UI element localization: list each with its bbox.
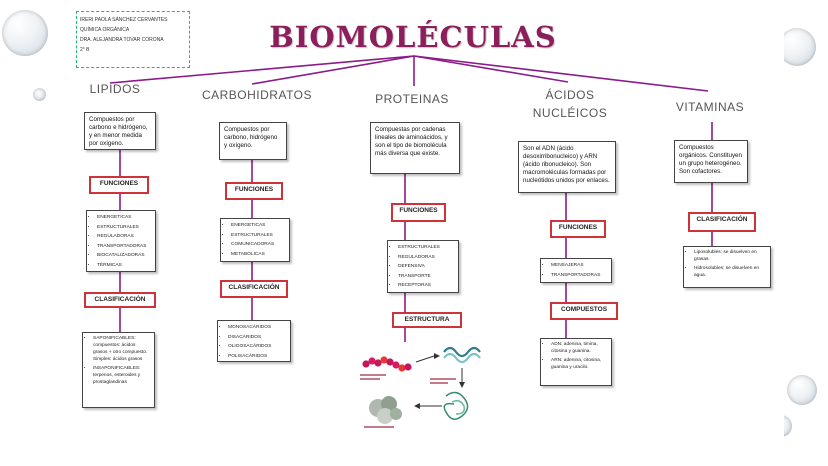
folded-protein [443, 391, 469, 420]
page-title: BIOMOLÉCULAS [269, 20, 557, 54]
list-item: ESTRUCTURALES [398, 243, 455, 253]
list-item: INSAPONIFICABLES: terpenos, esteroides y… [93, 365, 151, 386]
connector-title-carbohidratos [251, 55, 415, 85]
acidos-compounds-list: ADN: adenina, timina, citosina y guanina… [540, 338, 612, 386]
list-item: TRANSPORTADORAS [551, 271, 608, 281]
lipidos-functions-tag: FUNCIONES [89, 176, 149, 194]
lipidos-classification-tag: CLASIFICACIÓN [84, 292, 156, 308]
decorative-bubble [33, 88, 46, 101]
list-item: ARN: adenina, citosina, guanina y uracil… [551, 357, 608, 371]
category-lipidos: LIPIDOS [89, 82, 141, 96]
list-item: METABOLICAS [231, 250, 286, 260]
vitaminas-classification-tag: CLASIFICACIÓN [688, 212, 756, 232]
connector-title-acidos [413, 55, 569, 83]
author-info-box: IRERI PAOLA SÁNCHEZ CERVANTES QUÍMICA OR… [76, 11, 190, 68]
subject-name: QUÍMICA ORGÁNICA [80, 27, 130, 33]
carbohidratos-classification-list: MONOSACÁRIDOS DISACÁRIDOS OLIGOSACÁRIDOS… [217, 320, 291, 362]
list-item: COMUNICADORAS [231, 240, 286, 250]
vitaminas-classification-list: Liposolubles: se disuelven en grasas. Hi… [683, 246, 771, 288]
list-item: DEFENSIVA [398, 262, 455, 272]
decorative-bubble [2, 10, 48, 56]
carbohidratos-classification-tag: CLASIFICACIÓN [220, 280, 288, 298]
lipidos-definition: Compuestos por carbono e hidrógeno, y en… [84, 112, 156, 150]
group-label: 2° B [80, 47, 90, 53]
proteinas-functions-list: ESTRUCTURALES REGULADORAS DEFENSIVA TRAN… [387, 240, 459, 293]
acidos-definition: Son el ADN (ácido desoxirribonucleico) y… [518, 141, 616, 193]
slide [62, 4, 784, 456]
list-item: TÉRMICAS [97, 261, 152, 271]
quaternary-structure [369, 396, 402, 424]
list-item: RECEPTORAS [398, 281, 455, 291]
acidos-name-line1: ÁCIDOS [545, 88, 595, 102]
vitaminas-definition: Compuestos orgánicos. Constituyen un gru… [674, 140, 748, 183]
list-item: TRANSPORTADORAS [97, 242, 152, 252]
list-item: Liposolubles: se disuelven en grasas. [694, 249, 767, 263]
connector-title-lipidos [109, 55, 415, 84]
category-proteinas: PROTEINAS [375, 92, 449, 106]
list-item: ESTRUCTURALES [231, 231, 286, 241]
acidos-functions-list: MENSAJERAS TRANSPORTADORAS [540, 258, 612, 283]
list-item: ENERGETICAS [97, 213, 152, 223]
decorative-bubble [778, 28, 816, 66]
teacher-name: DRA. ALEJANDRA TOVAR CORONA [80, 37, 164, 43]
helix-structure [443, 346, 481, 364]
carbohidratos-definition: Compuestos por carbono, hidrógeno y oxíg… [219, 122, 287, 160]
list-item: SAPONIFICABLES: compuestos: ácidos graso… [93, 335, 151, 363]
acidos-compounds-tag: COMPUESTOS [550, 302, 618, 320]
amino-acid-chain [362, 356, 412, 372]
category-vitaminas: VITAMINAS [675, 100, 745, 114]
list-item: TRANSPORTE [398, 272, 455, 282]
list-item: OLIGOSACÁRIDOS [228, 342, 287, 352]
acidos-name-line2: NUCLÉICOS [532, 106, 608, 120]
list-item: ESTRUCTURALES [97, 223, 152, 233]
author-name: IRERI PAOLA SÁNCHEZ CERVANTES [80, 17, 168, 23]
list-item: ADN: adenina, timina, citosina y guanina… [551, 341, 608, 355]
proteinas-structure-tag: ESTRUCTURA [392, 312, 462, 328]
protein-structure-illustration [360, 346, 481, 428]
list-item: Hidrosolubles: se disuelven en agua. [694, 265, 767, 279]
lipidos-classification-list: SAPONIFICABLES: compuestos: ácidos graso… [82, 332, 155, 408]
decorative-bubble [787, 375, 817, 405]
acidos-functions-tag: FUNCIONES [550, 220, 606, 238]
list-item: POLISACÁRIDOS [228, 352, 287, 362]
list-item: REGULADORAS [97, 232, 152, 242]
list-item: DISACÁRIDOS [228, 333, 287, 343]
lipidos-functions-list: ENERGETICAS ESTRUCTURALES REGULADORAS TR… [86, 210, 156, 272]
list-item: ENERGETICAS [231, 221, 286, 231]
carbohidratos-functions-tag: FUNCIONES [225, 182, 283, 200]
carbohidratos-functions-list: ENERGETICAS ESTRUCTURALES COMUNICADORAS … [220, 218, 290, 262]
list-item: MENSAJERAS [551, 261, 608, 271]
list-item: REGULADORAS [398, 253, 455, 263]
list-item: MONOSACÁRIDOS [228, 323, 287, 333]
connector-title-vitaminas [413, 55, 709, 92]
category-carbohidratos: CARBOHIDRATOS [201, 88, 313, 102]
list-item: BIOCATALIZADORAS [97, 251, 152, 261]
proteinas-functions-tag: FUNCIONES [391, 203, 446, 222]
proteinas-definition: Compuestas por cadenas lineales de amino… [370, 122, 460, 174]
category-acidos-nucleicos: ÁCIDOS NUCLÉICOS [520, 86, 620, 122]
